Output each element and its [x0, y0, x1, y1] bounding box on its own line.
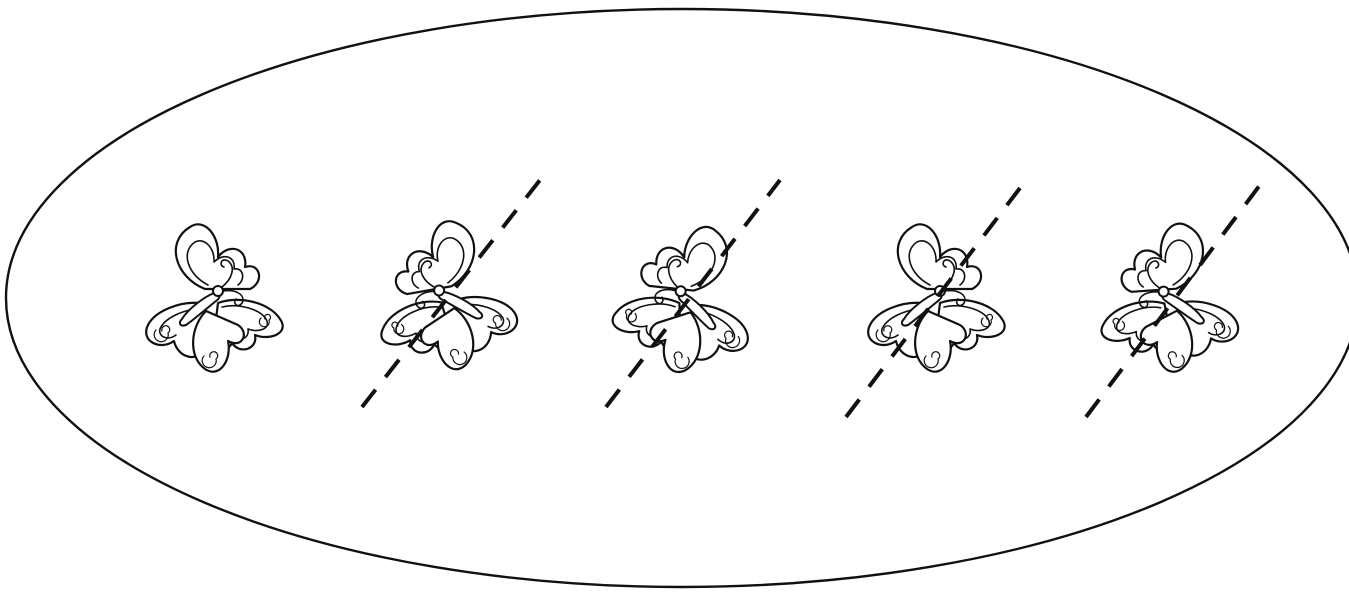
butterfly-4: [868, 224, 1005, 371]
butterfly-3: [608, 218, 759, 379]
butterfly-2: [364, 212, 524, 381]
butterfly-1: [146, 224, 283, 371]
butterfly-5: [1094, 220, 1240, 376]
symmetry-line-3: [606, 180, 780, 407]
